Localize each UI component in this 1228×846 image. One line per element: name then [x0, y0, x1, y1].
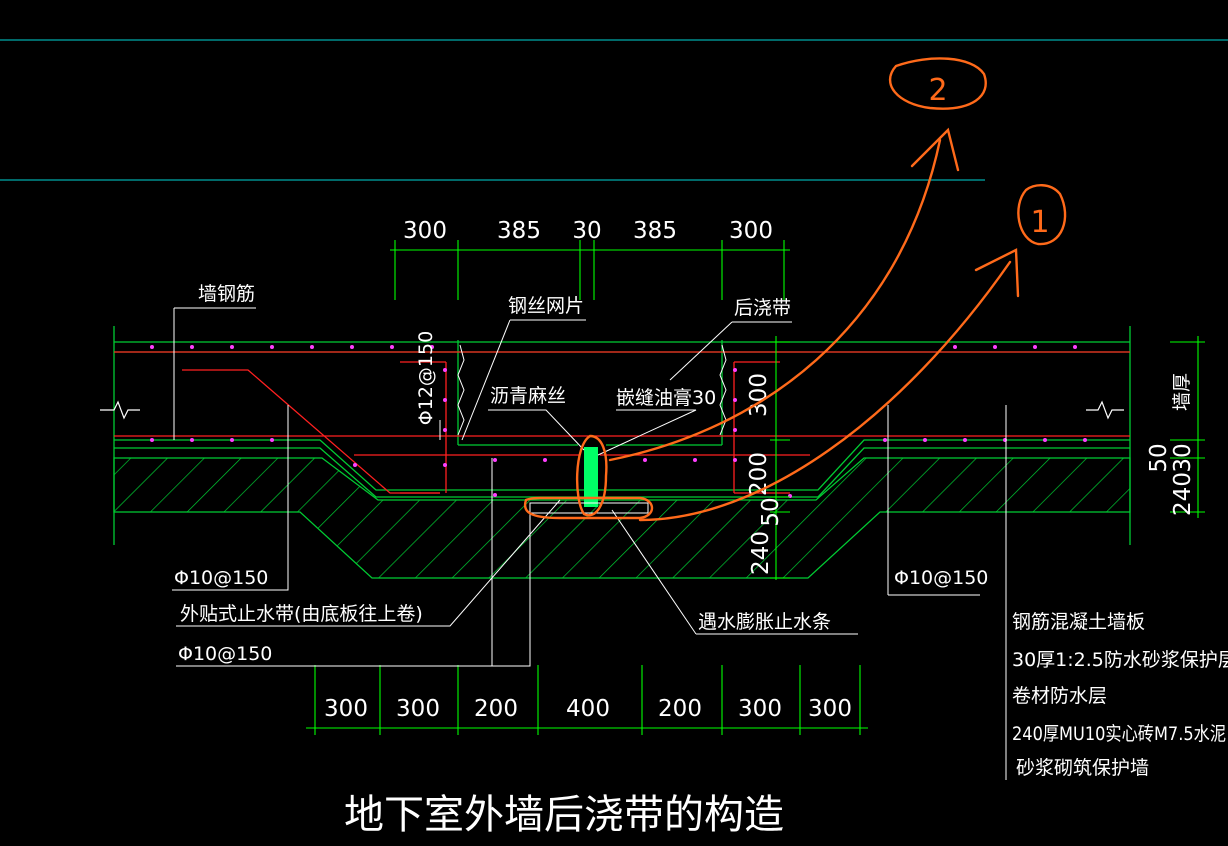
right-vertical-dimension — [1170, 336, 1205, 518]
inner-vertical-texts: 300 200 50 240 — [746, 373, 784, 575]
annotation-number-2: 2 — [928, 73, 947, 108]
label-swelling-waterstop: 遇水膨胀止水条 — [698, 611, 831, 633]
top-dim-5: 300 — [729, 218, 773, 244]
inner-vdim-1: 300 — [746, 373, 772, 417]
bottom-dimension-line — [306, 665, 868, 735]
top-dim-3: 30 — [572, 218, 601, 244]
right-vdim-3: 50 — [1146, 443, 1172, 472]
layer-legend: 钢筋混凝土墙板 30厚1:2.5防水砂浆保护层 卷材防水层 240厚MU10实心… — [1012, 611, 1228, 779]
markup-annotations — [523, 57, 1067, 522]
layer-5: 砂浆砌筑保护墙 — [1016, 757, 1149, 779]
label-rebar-vertical: Φ12@150 — [415, 331, 437, 425]
right-vdim-4: 240 — [1170, 472, 1196, 516]
layer-2: 30厚1:2.5防水砂浆保护层 — [1012, 649, 1228, 671]
bottom-dim-4: 400 — [566, 696, 610, 722]
top-dimension-texts: 300 385 30 385 300 — [403, 218, 773, 244]
label-asphalt-hemp: 沥青麻丝 — [490, 385, 566, 407]
joint-sealant — [529, 447, 649, 514]
cyan-reference-lines — [0, 39, 1228, 181]
inner-vdim-3: 50 — [758, 497, 784, 526]
layer-3: 卷材防水层 — [1012, 685, 1107, 707]
top-dim-2: 385 — [497, 218, 541, 244]
bottom-dim-7: 300 — [808, 696, 852, 722]
bottom-dim-6: 300 — [738, 696, 782, 722]
top-dimension-line — [390, 240, 790, 300]
bottom-dim-5: 200 — [658, 696, 702, 722]
bottom-dim-3: 200 — [474, 696, 518, 722]
leader-lines — [172, 307, 1007, 780]
bottom-dimension-texts: 300 300 200 400 200 300 300 — [324, 696, 852, 722]
bottom-dim-2: 300 — [396, 696, 440, 722]
right-vdim-2: 30 — [1170, 443, 1196, 472]
top-dim-1: 300 — [403, 218, 447, 244]
layer-4: 240厚MU10实心砖M7.5水泥 — [1012, 723, 1226, 745]
label-rebar-right: Φ10@150 — [894, 567, 988, 589]
bottom-dim-1: 300 — [324, 696, 368, 722]
markup-annotation-numbers: 2 1 — [928, 73, 1049, 240]
inner-vdim-4: 240 — [748, 531, 774, 575]
label-joint-sealant: 嵌缝油膏30 — [616, 386, 716, 409]
break-lines — [100, 400, 1124, 420]
label-wire-mesh: 钢丝网片 — [508, 295, 584, 317]
label-rebar-left-2: Φ10@150 — [178, 643, 272, 665]
rebar-dots — [150, 345, 1087, 498]
annotation-number-1: 1 — [1030, 205, 1049, 240]
label-rebar-left-1: Φ10@150 — [174, 567, 268, 589]
inner-vertical-dimension — [770, 336, 790, 580]
label-post-pour-strip: 后浇带 — [734, 297, 791, 319]
inner-vdim-2: 200 — [746, 452, 772, 496]
right-vertical-texts: 墙厚 30 50 240 — [1146, 373, 1196, 516]
layer-1: 钢筋混凝土墙板 — [1012, 611, 1145, 633]
drawing-title: 地下室外墙后浇带的构造 — [344, 792, 784, 838]
top-dim-4: 385 — [633, 218, 677, 244]
right-vdim-wall: 墙厚 — [1171, 373, 1193, 411]
label-external-waterstop: 外贴式止水带(由底板往上卷) — [180, 603, 423, 625]
label-wall-rebar: 墙钢筋 — [198, 283, 255, 305]
drawing-labels: 墙钢筋 钢丝网片 后浇带 Φ12@150 沥青麻丝 嵌缝油膏30 Φ10@150… — [174, 283, 988, 665]
